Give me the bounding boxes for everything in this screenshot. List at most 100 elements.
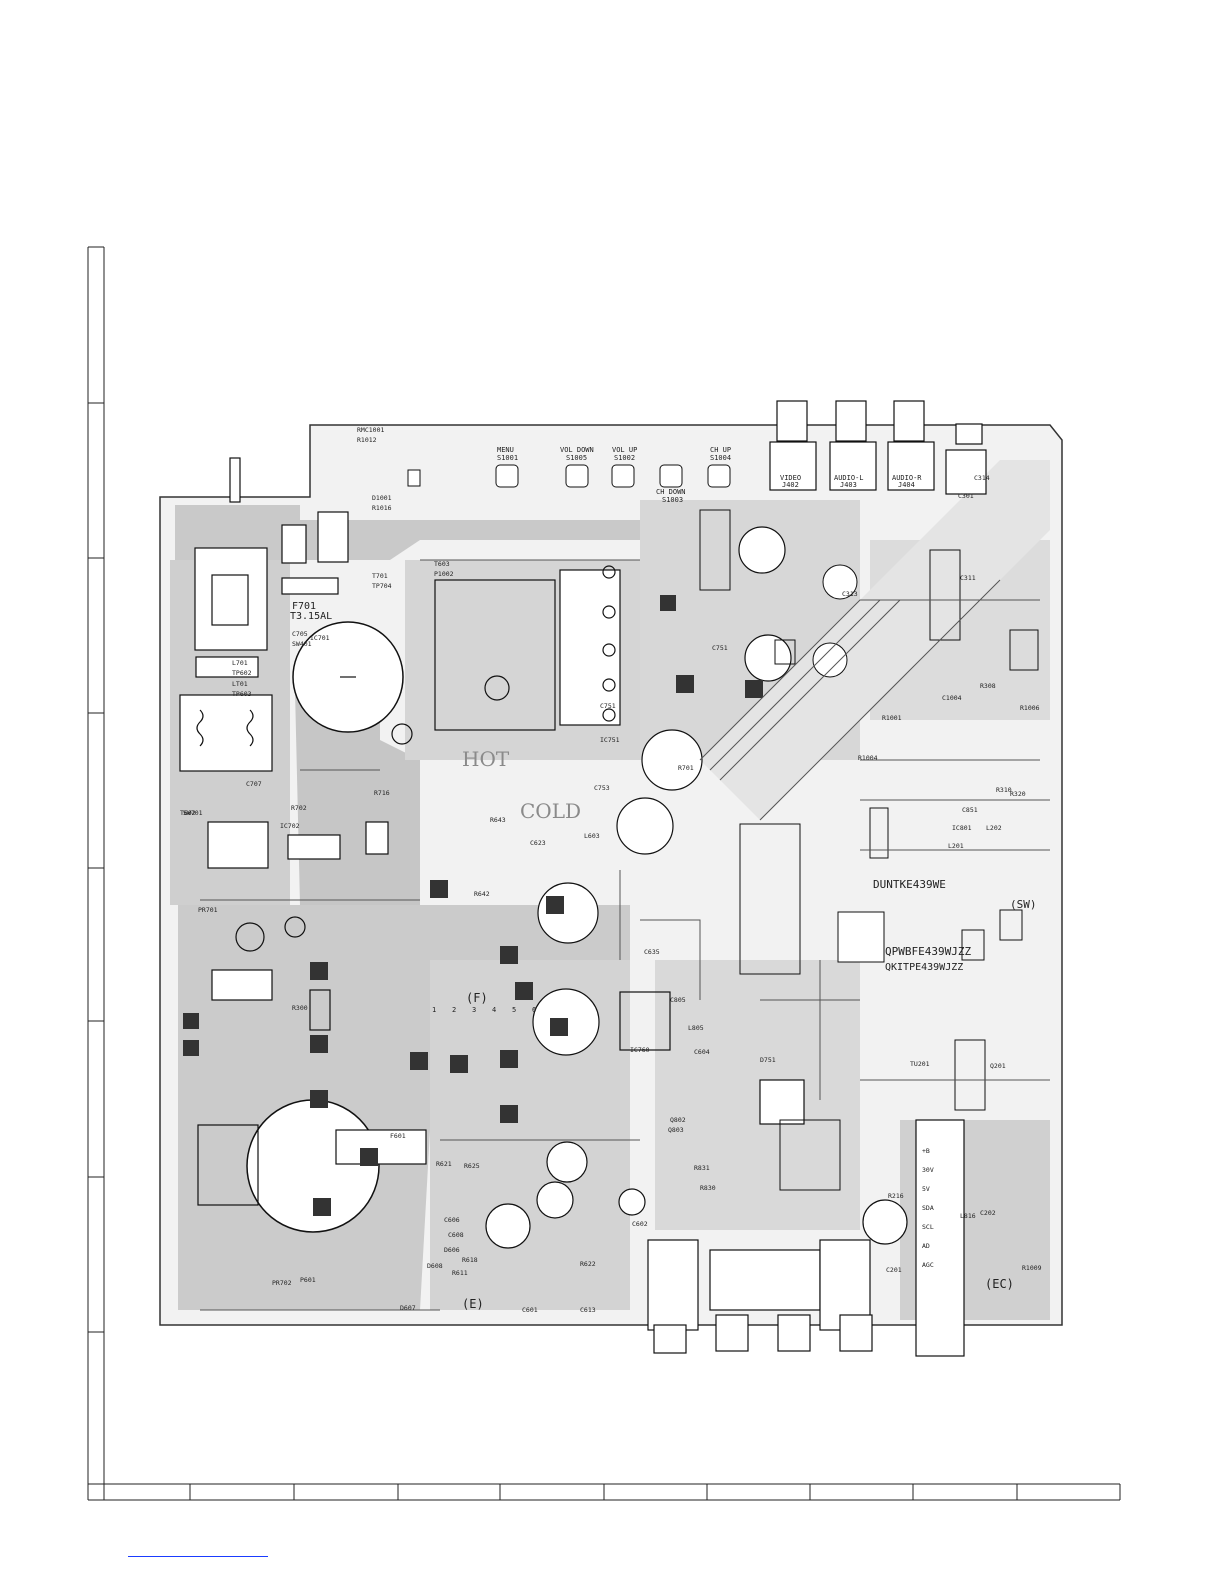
component-designator: C705: [292, 630, 308, 638]
component-designator: C301: [958, 492, 974, 500]
component-designator: C635: [644, 948, 660, 956]
component-designator: R1016: [372, 504, 392, 512]
component-designator: T602: [180, 809, 196, 817]
component-designator: C311: [960, 574, 976, 582]
part-number-3: QKITPE439WJZZ: [885, 962, 963, 973]
component-designator: R622: [580, 1260, 596, 1268]
component-designator: IC702: [280, 822, 300, 830]
component-designator: D751: [760, 1056, 776, 1064]
button-ref-ch-down: S1003: [662, 496, 683, 504]
component-designator: PR702: [272, 1279, 292, 1287]
component-designator: C602: [632, 1220, 648, 1228]
tuner-pin-label: SDA: [922, 1204, 934, 1212]
component-designator: IC751: [600, 736, 620, 744]
jack-audio-l-name: AUDIO-L: [834, 474, 864, 482]
tuner-pin-label: AD: [922, 1242, 930, 1250]
component-designator: C623: [530, 839, 546, 847]
component-designator: TU201: [910, 1060, 930, 1068]
jack-video-ref: J402: [782, 481, 799, 489]
button-label-vol-up: VOL UP: [612, 446, 637, 454]
component-designator: R830: [700, 1184, 716, 1192]
component-designator: L201: [948, 842, 964, 850]
f-mark: (F): [466, 991, 488, 1005]
component-designator: R1006: [1020, 704, 1040, 712]
component-designator: R1004: [858, 754, 878, 762]
component-designator: R702: [291, 804, 307, 812]
secondary-section: [197, 882, 908, 1249]
component-designator: R308: [980, 682, 996, 690]
component-designator: C753: [594, 784, 610, 792]
component-designator: R618: [462, 1256, 478, 1264]
component-designator: P601: [300, 1276, 316, 1284]
cold-mark: COLD: [520, 799, 581, 823]
component-designators: RMC1001D1001C705L701LT01T701T603T602PR70…: [180, 426, 1042, 1314]
component-designator: D607: [400, 1304, 416, 1312]
component-designator: C1004: [942, 694, 962, 702]
connector-pin-number: 2: [452, 1006, 456, 1014]
component-designator: D1001: [372, 494, 392, 502]
component-designator: L816: [960, 1212, 976, 1220]
footer-link-underline[interactable]: [128, 1556, 268, 1557]
button-label-ch-up: CH UP: [710, 446, 731, 454]
connector-pin-number: 4: [492, 1006, 496, 1014]
component-designator: P1002: [434, 570, 454, 578]
component-designator: R1001: [882, 714, 902, 722]
component-designator: R310: [996, 786, 1012, 794]
component-designator: R1009: [1022, 1264, 1042, 1272]
jack-video-name: VIDEO: [780, 474, 801, 482]
component-designator: C201: [886, 1266, 902, 1274]
component-designator: IC701: [310, 634, 330, 642]
jack-audio-l-ref: J403: [840, 481, 857, 489]
connector-pin-number: 5: [512, 1006, 516, 1014]
jack-audio-r-name: AUDIO-R: [892, 474, 922, 482]
component-designator: D606: [444, 1246, 460, 1254]
button-ref-menu: S1001: [497, 454, 518, 462]
component-designator: C805: [670, 996, 686, 1004]
component-designator: TP602: [232, 669, 252, 677]
component-designator: C604: [694, 1048, 710, 1056]
component-designator: C707: [246, 780, 262, 788]
component-designator: F601: [390, 1132, 406, 1140]
sw-mark: (SW): [1010, 898, 1037, 911]
component-designator: C601: [522, 1306, 538, 1314]
component-designator: R320: [1010, 790, 1026, 798]
component-designator: R831: [694, 1164, 710, 1172]
component-designator: T603: [434, 560, 450, 568]
fuse-rating: T3.15AL: [290, 611, 332, 622]
fuse-ref: F701: [292, 601, 316, 612]
component-designator: SW401: [292, 640, 312, 648]
component-designator: Q201: [990, 1062, 1006, 1070]
component-designator: D608: [427, 1262, 443, 1270]
component-designator: C608: [448, 1231, 464, 1239]
tuner-pin-label: 30V: [922, 1166, 934, 1174]
tuner-pin-label: SCL: [922, 1223, 934, 1231]
component-designator: T701: [372, 572, 388, 580]
component-designator: C202: [980, 1209, 996, 1217]
copper-traces: [200, 559, 1050, 1311]
component-designator: RMC1001: [357, 426, 384, 434]
jack-audio-r-ref: J404: [898, 481, 915, 489]
component-designator: C606: [444, 1216, 460, 1224]
ic-blocks: [183, 595, 763, 1216]
component-designator: R716: [374, 789, 390, 797]
connector-pin-number: 6: [532, 1006, 536, 1014]
component-designator: TP704: [372, 582, 392, 590]
component-designator: R625: [464, 1162, 480, 1170]
component-designator: R621: [436, 1160, 452, 1168]
component-designator: IC760: [630, 1046, 650, 1054]
component-designator: TP603: [232, 690, 252, 698]
component-designator: C613: [580, 1306, 596, 1314]
part-number-1: DUNTKE439WE: [873, 878, 946, 891]
button-label-vol-down: VOL DOWN: [560, 446, 594, 454]
av-jacks: [647, 400, 987, 1357]
hot-mark: HOT: [462, 747, 510, 771]
component-designator: C313: [842, 590, 858, 598]
connector-pin-number: 3: [472, 1006, 476, 1014]
component-designator: R216: [888, 1192, 904, 1200]
component-designator: R611: [452, 1269, 468, 1277]
signal-section: [699, 509, 1039, 1191]
component-designator: L805: [688, 1024, 704, 1032]
